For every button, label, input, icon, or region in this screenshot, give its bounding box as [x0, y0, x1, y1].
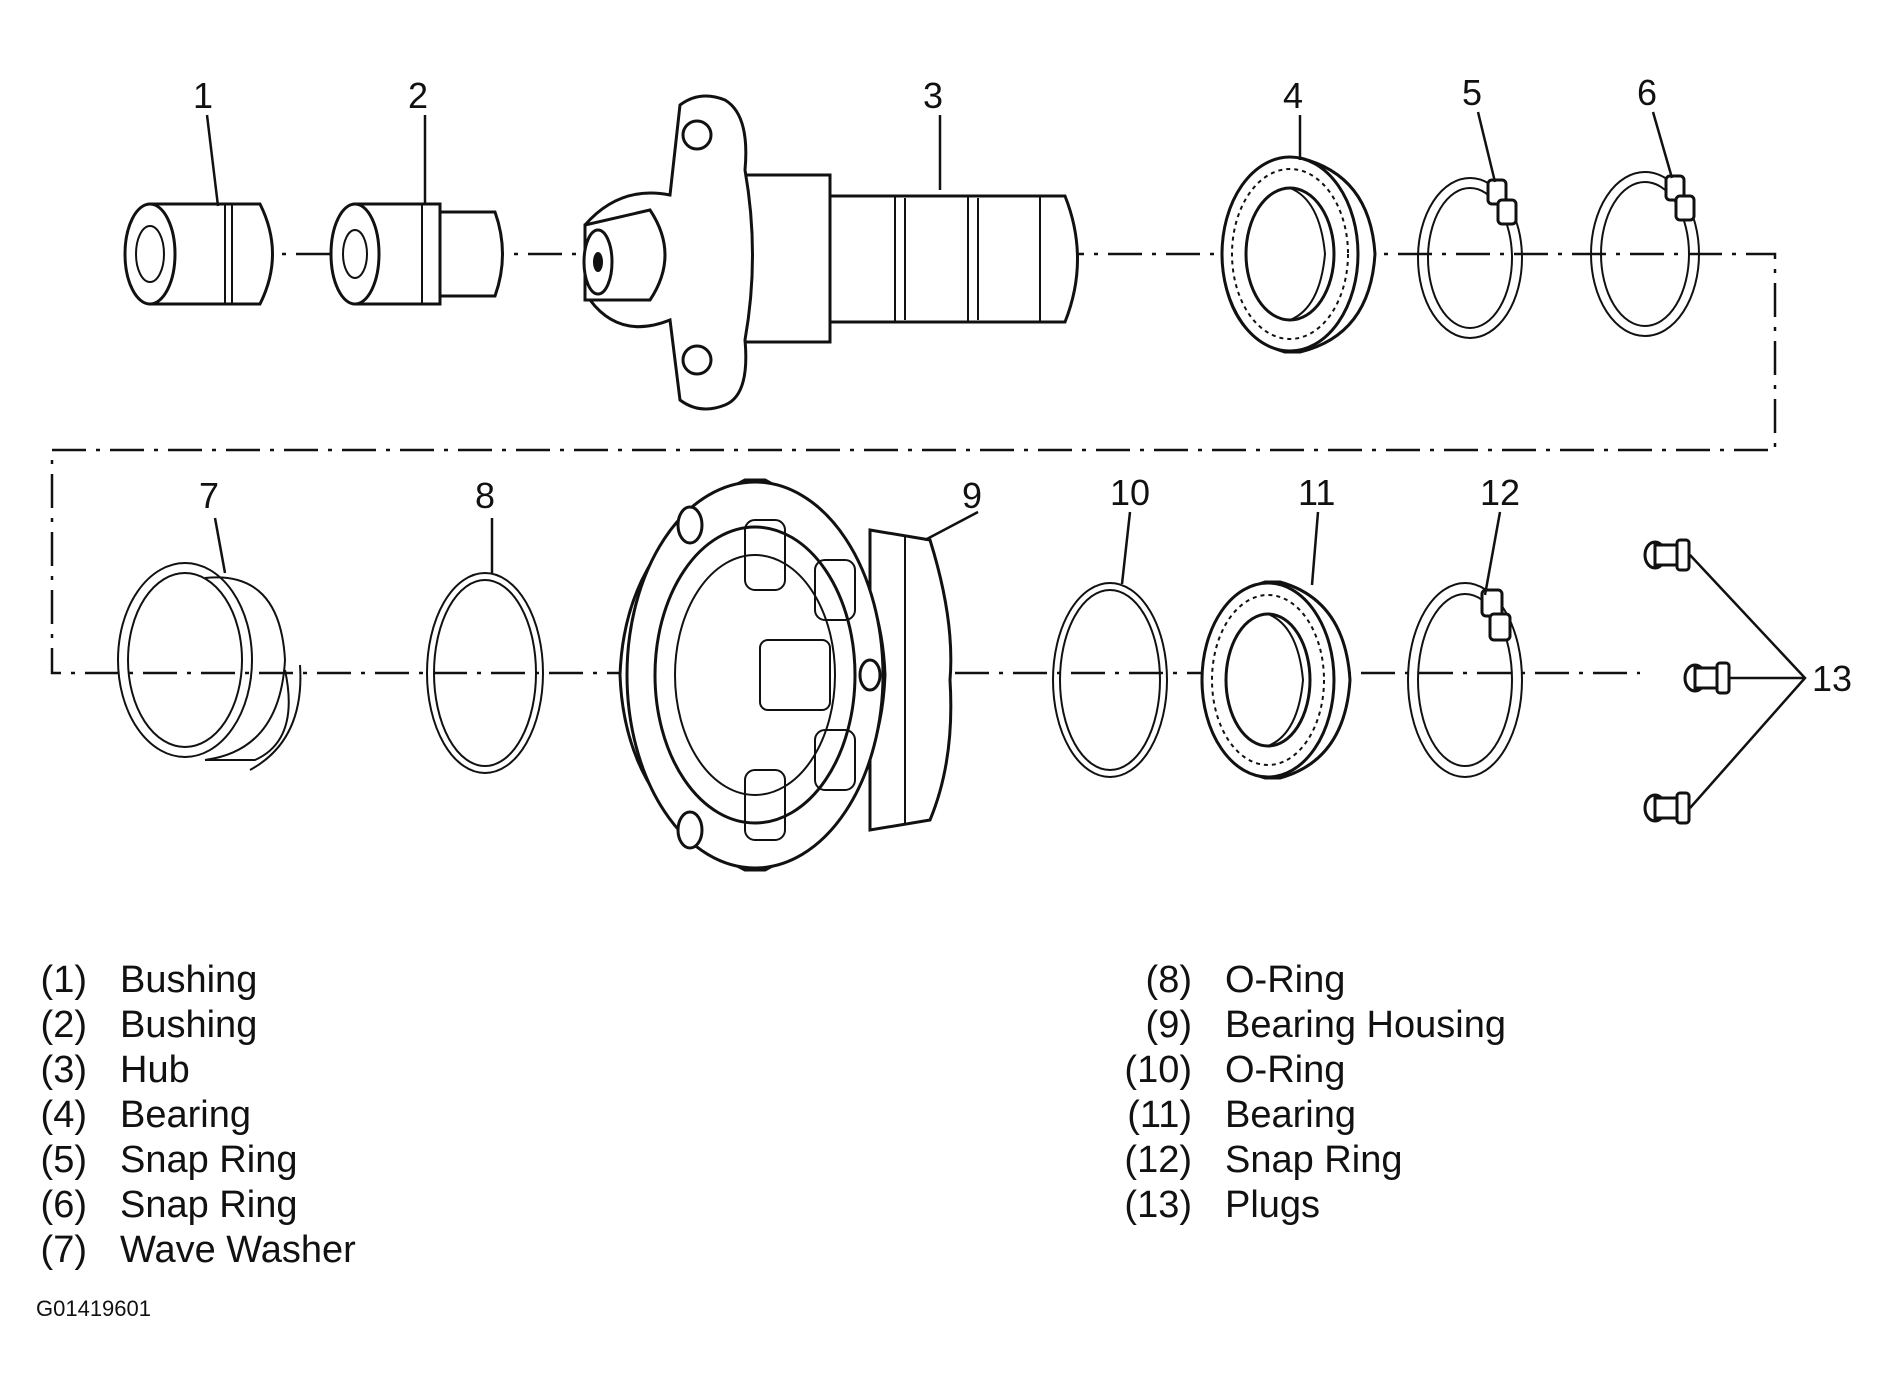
callout-5: 5	[1462, 72, 1482, 113]
part-11-bearing	[1200, 580, 1352, 780]
part-9-bearing-housing	[618, 478, 953, 872]
callout-10: 10	[1110, 472, 1150, 513]
legend-item: (9)Bearing Housing	[1145, 1004, 1506, 1046]
part-13-plugs	[1643, 538, 1731, 825]
plug-middle	[1683, 661, 1731, 695]
callout-11: 11	[1298, 472, 1335, 513]
parts-legend-right: (8)O-Ring (9)Bearing Housing (10)O-Ring …	[1112, 958, 1506, 1228]
legend-item: (11)Bearing	[1127, 1094, 1356, 1136]
part-10-o-ring	[1052, 582, 1168, 778]
callout-6: 6	[1637, 72, 1657, 113]
callout-numbers: 1 2 3 4 5 6 7 8 9 10 11 12 13	[193, 72, 1852, 699]
legend-item: (6)Snap Ring	[40, 1184, 298, 1226]
part-4-bearing	[1220, 155, 1377, 354]
legend-item: (13)Plugs	[1124, 1184, 1321, 1226]
callout-1: 1	[193, 75, 213, 116]
plug-bottom	[1643, 791, 1691, 825]
leader-lines	[205, 111, 1807, 809]
legend-item: (3)Hub	[40, 1049, 190, 1091]
part-6-snap-ring	[1590, 171, 1700, 337]
callout-3: 3	[923, 75, 943, 116]
legend-item: (5)Snap Ring	[40, 1139, 298, 1181]
part-3-hub	[582, 94, 1079, 411]
part-7-wave-washer	[117, 562, 302, 771]
legend-item: (2)Bushing	[40, 1004, 258, 1046]
legend-item: (1)Bushing	[40, 959, 258, 1001]
callout-13: 13	[1812, 658, 1852, 699]
legend-item: (7)Wave Washer	[40, 1229, 356, 1271]
callout-12: 12	[1480, 472, 1520, 513]
plug-top	[1643, 538, 1691, 572]
part-2-bushing	[329, 202, 504, 306]
legend-item: (12)Snap Ring	[1124, 1139, 1403, 1181]
callout-4: 4	[1283, 75, 1303, 116]
callout-8: 8	[475, 475, 495, 516]
part-5-snap-ring	[1417, 177, 1523, 339]
callout-7: 7	[199, 475, 219, 516]
part-8-o-ring	[426, 572, 544, 774]
figure-code: G01419601	[36, 1296, 151, 1321]
part-1-bushing	[123, 202, 274, 306]
part-12-snap-ring	[1407, 582, 1523, 778]
legend-item: (4)Bearing	[40, 1094, 251, 1136]
legend-item: (8)O-Ring	[1145, 959, 1346, 1001]
parts-legend-left: (1)Bushing (2)Bushing (3)Hub (4)Bearing …	[35, 958, 356, 1273]
legend-item: (10)O-Ring	[1124, 1049, 1346, 1091]
callout-2: 2	[408, 75, 428, 116]
callout-9: 9	[962, 475, 982, 516]
